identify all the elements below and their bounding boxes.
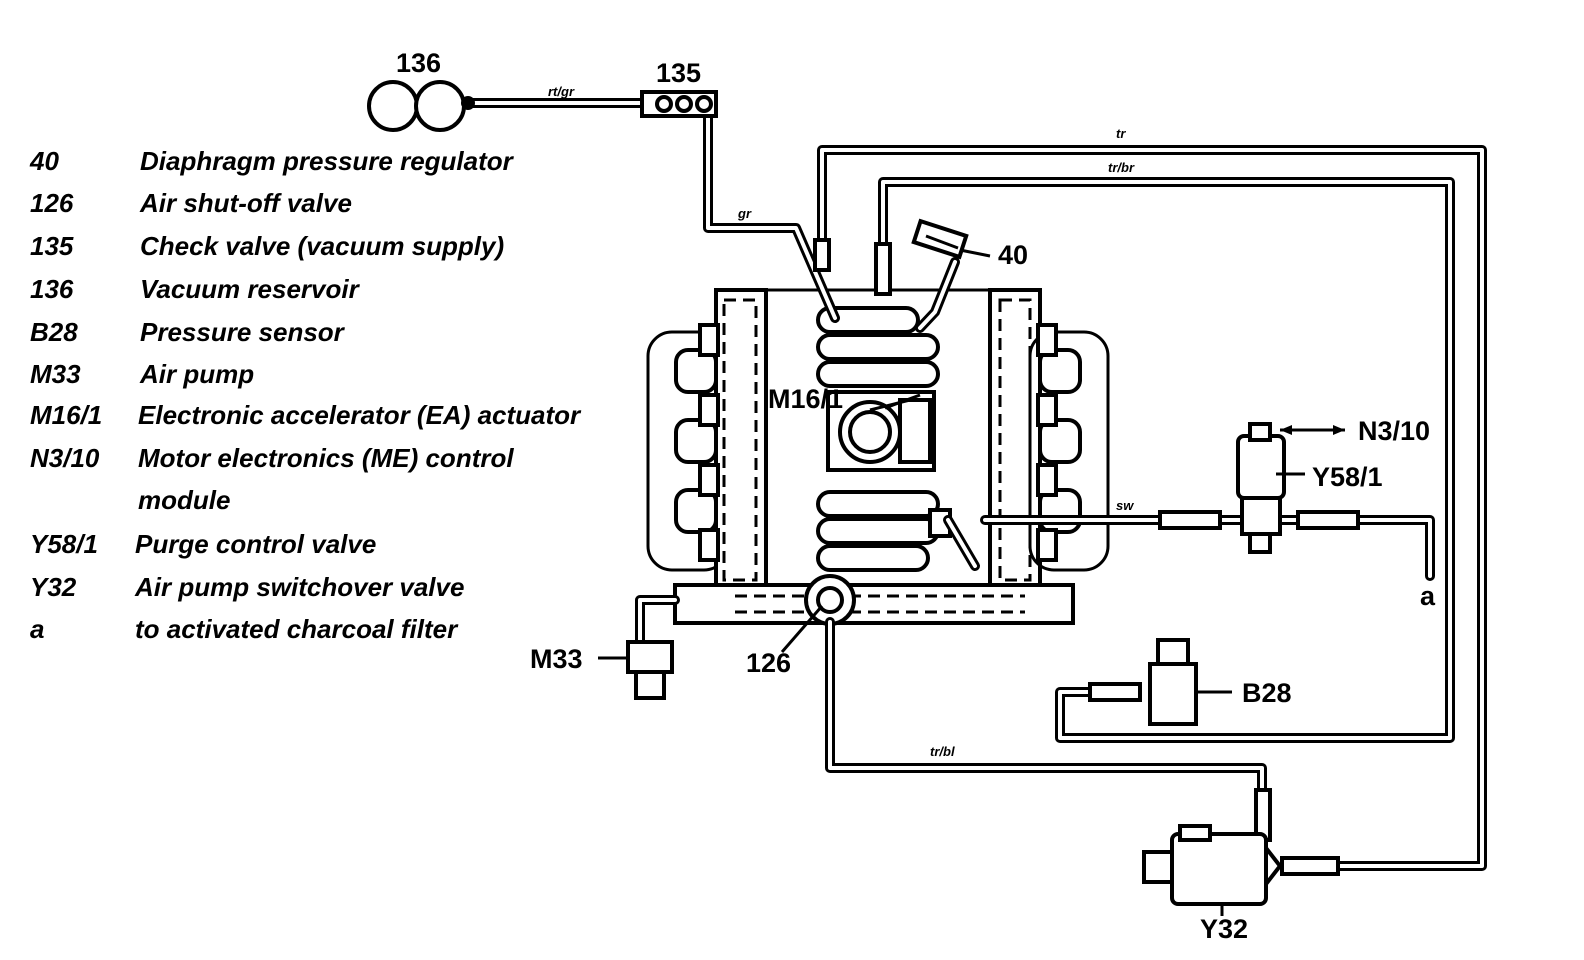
legend-desc: Air pump bbox=[139, 359, 254, 389]
purge-control-valve bbox=[1236, 422, 1286, 554]
throttle-actuator bbox=[826, 390, 936, 472]
check-valve bbox=[640, 90, 718, 118]
legend-code: 126 bbox=[30, 188, 74, 218]
switchover-valve bbox=[1142, 824, 1283, 906]
callout-m16-1: M16/1 bbox=[768, 384, 843, 414]
hose-label-tr: tr bbox=[1116, 126, 1126, 141]
callout-n3-10: N3/10 bbox=[1358, 416, 1430, 446]
legend-code: M33 bbox=[30, 359, 81, 389]
pressure-sensor bbox=[1148, 638, 1198, 726]
legend-desc: Air pump switchover valve bbox=[134, 572, 464, 602]
legend-code: B28 bbox=[30, 317, 78, 347]
hose-label-tr-br: tr/br bbox=[1108, 160, 1135, 175]
legend-desc: Electronic accelerator (EA) actuator bbox=[138, 400, 582, 430]
legend-code: M16/1 bbox=[30, 400, 102, 430]
callout-b28: B28 bbox=[1242, 678, 1292, 708]
callout-136: 136 bbox=[396, 48, 441, 78]
legend: 40 Diaphragm pressure regulator 126 Air … bbox=[29, 146, 582, 644]
callout-a: a bbox=[1420, 581, 1436, 611]
legend-code: N3/10 bbox=[30, 443, 100, 473]
legend-desc: Vacuum reservoir bbox=[140, 274, 361, 304]
callout-y32: Y32 bbox=[1200, 914, 1248, 944]
intake-bellows-upper bbox=[816, 306, 940, 388]
legend-code: Y32 bbox=[30, 572, 77, 602]
legend-desc: Motor electronics (ME) control bbox=[138, 443, 514, 473]
hose-label-gr: gr bbox=[737, 206, 752, 221]
legend-code: 136 bbox=[30, 274, 74, 304]
legend-desc: Diaphragm pressure regulator bbox=[140, 146, 515, 176]
leader-lines bbox=[598, 248, 1345, 916]
intake-bellows-lower bbox=[816, 490, 952, 572]
hose-label-tr-bl: tr/bl bbox=[930, 744, 955, 759]
legend-code: Y58/1 bbox=[30, 529, 98, 559]
air-pump bbox=[626, 640, 674, 700]
hose-label-sw: sw bbox=[1116, 498, 1134, 513]
legend-desc: Pressure sensor bbox=[140, 317, 346, 347]
hose-label-rt-gr: rt/gr bbox=[548, 84, 575, 99]
engine-block bbox=[646, 288, 1110, 626]
callout-40: 40 bbox=[998, 240, 1028, 270]
legend-desc: Check valve (vacuum supply) bbox=[140, 231, 504, 261]
diaphragm-regulator bbox=[911, 218, 969, 260]
legend-code: a bbox=[30, 614, 44, 644]
left-runners bbox=[674, 323, 720, 562]
callout-m33: M33 bbox=[530, 644, 583, 674]
callout-135: 135 bbox=[656, 58, 701, 88]
callouts: 136 135 40 M16/1 N3/10 Y58/1 a M33 126 B… bbox=[396, 48, 1436, 944]
vacuum-hoses bbox=[467, 98, 1487, 876]
legend-desc: to activated charcoal filter bbox=[135, 614, 459, 644]
callout-y58-1: Y58/1 bbox=[1312, 462, 1383, 492]
legend-desc: module bbox=[138, 485, 230, 515]
legend-desc: Purge control valve bbox=[135, 529, 376, 559]
legend-code: 40 bbox=[29, 146, 59, 176]
legend-desc: Air shut-off valve bbox=[139, 188, 352, 218]
callout-126: 126 bbox=[746, 648, 791, 678]
legend-code: 135 bbox=[30, 231, 74, 261]
hose-color-labels: rt/gr gr tr tr/br sw tr/bl bbox=[548, 84, 1135, 759]
vacuum-reservoir bbox=[367, 80, 475, 132]
